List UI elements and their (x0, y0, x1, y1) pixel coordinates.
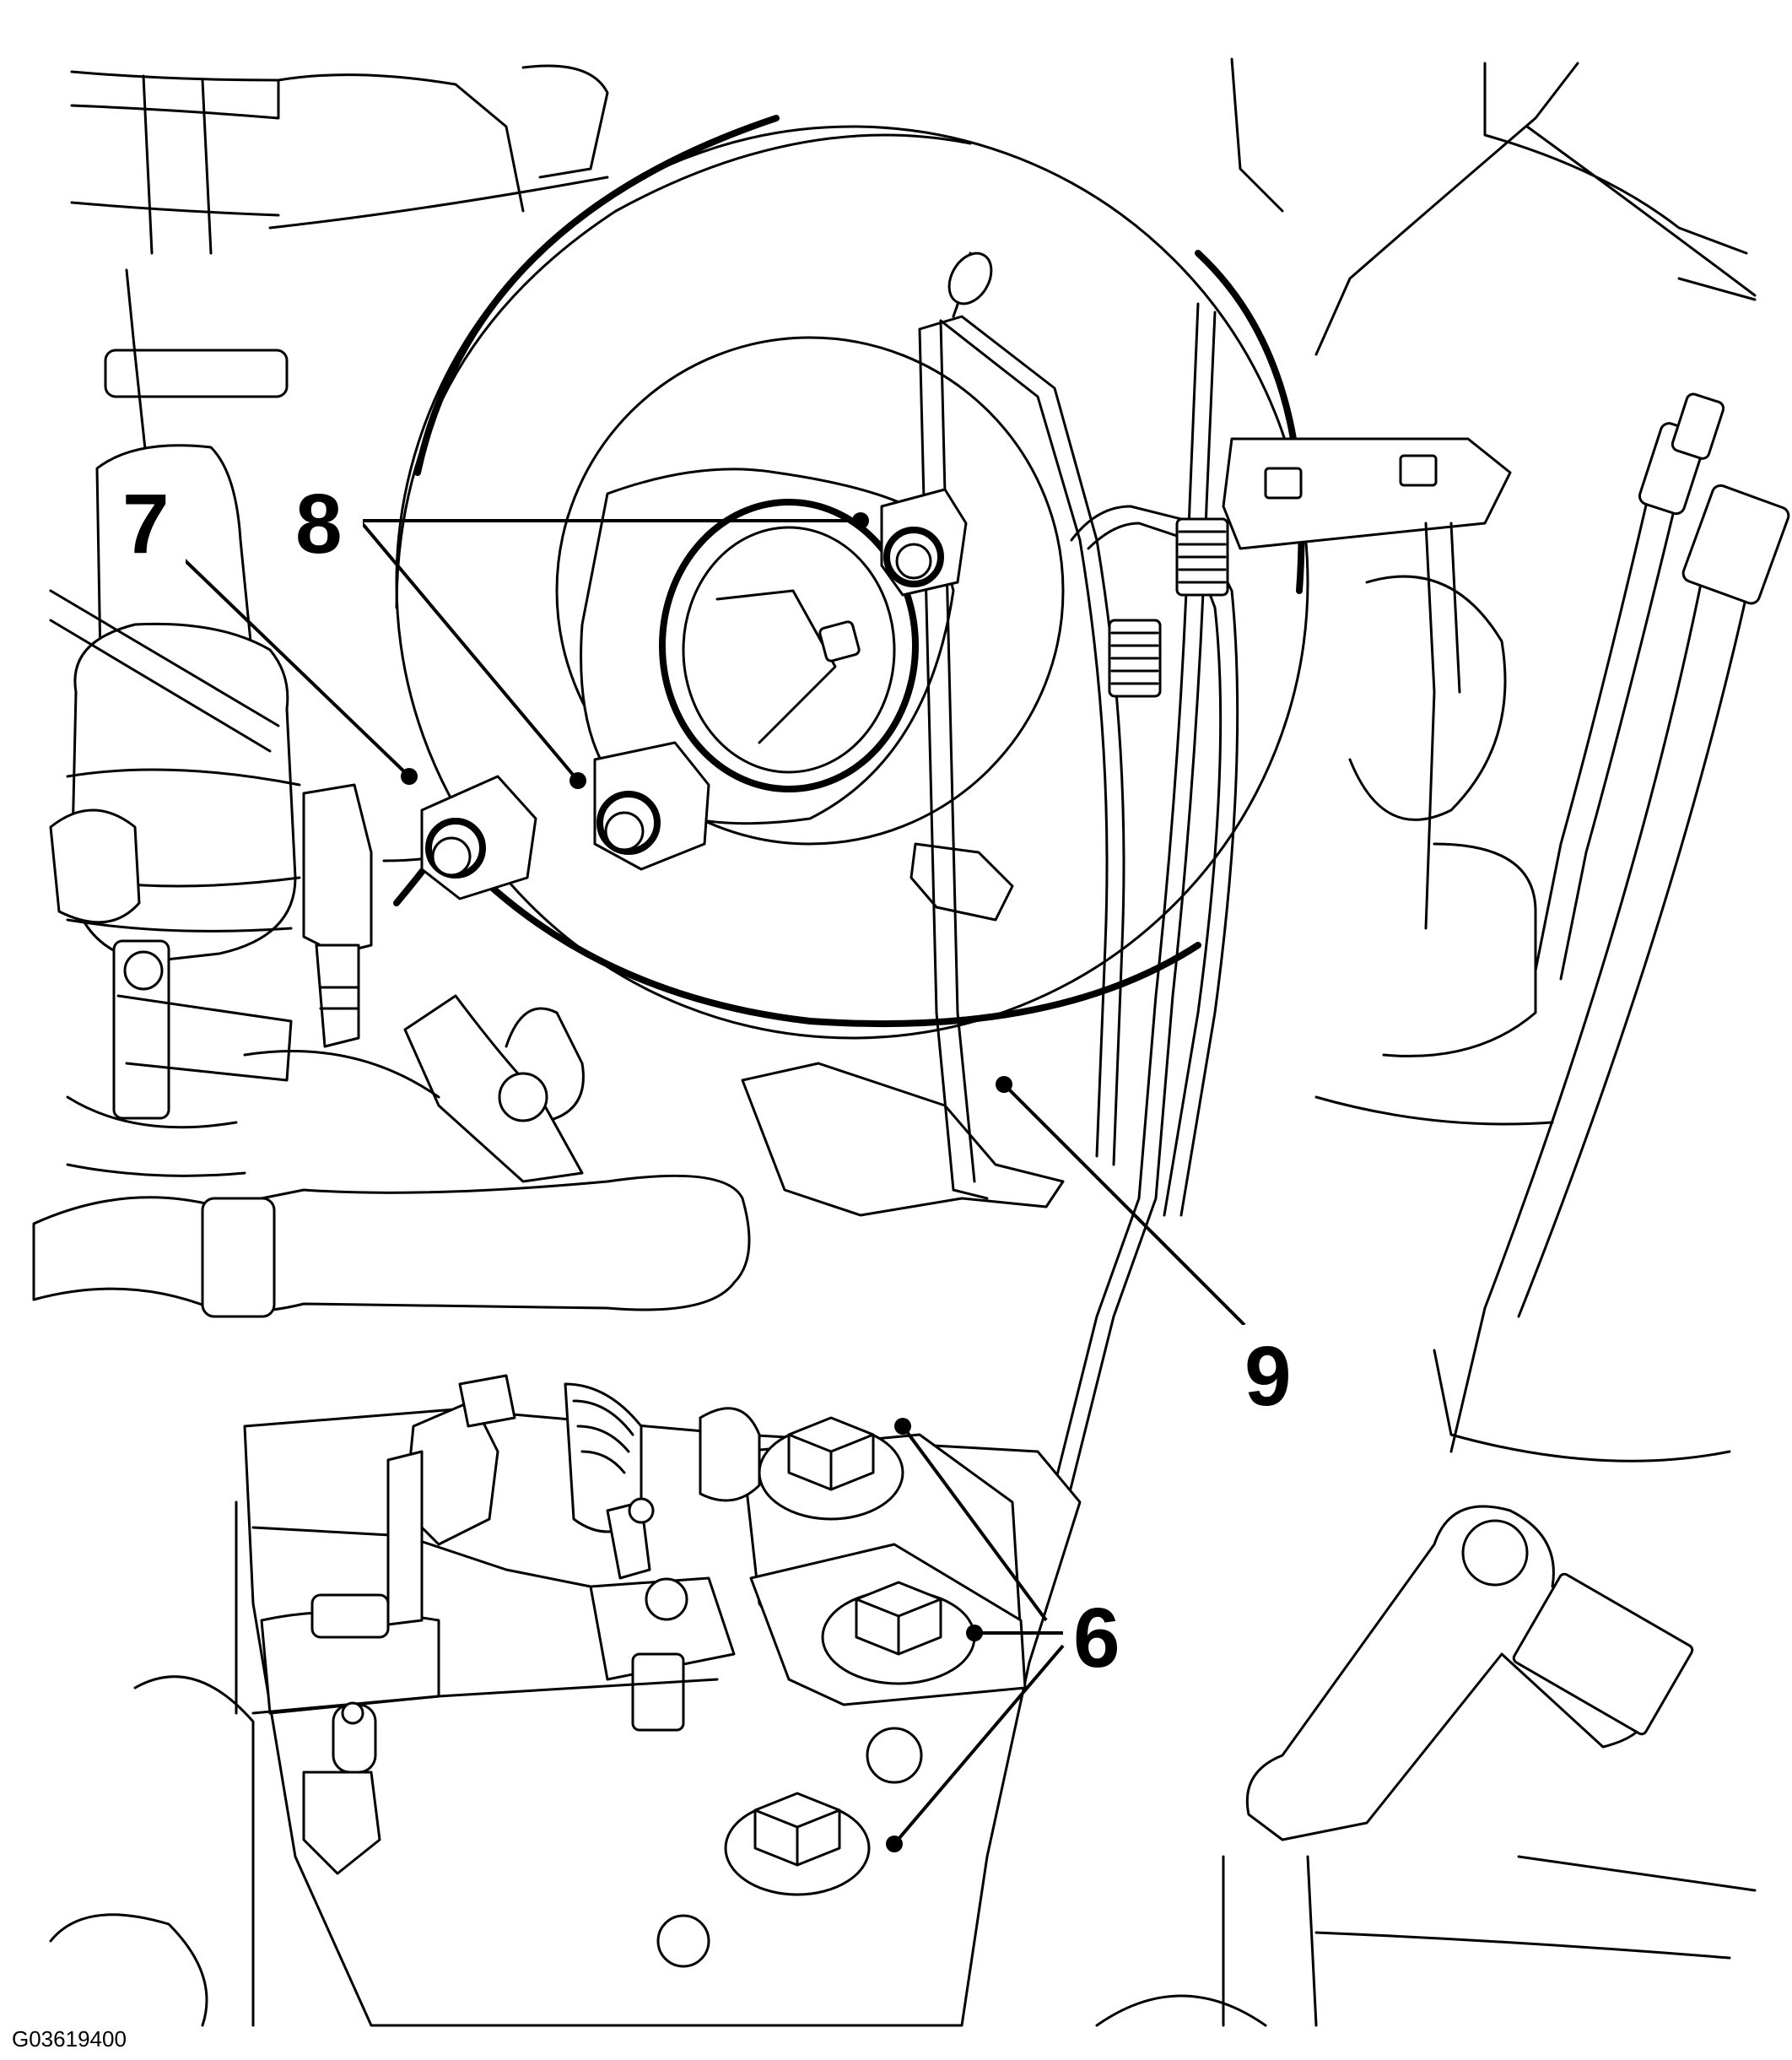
coolant-hose (32, 994, 751, 1318)
bolt-6-top (758, 1416, 904, 1521)
brake-booster (395, 115, 1309, 1217)
callout-labels: 7 8 9 6 (110, 473, 1312, 1685)
callout-8: 8 (295, 477, 343, 571)
brake-lines (918, 251, 1512, 1521)
callout-7: 7 (122, 477, 170, 571)
leader-lines (180, 512, 1246, 1852)
line-fittings (1108, 517, 1229, 698)
bolt-6-bottom (724, 1792, 871, 1896)
callout-6: 6 (1073, 1591, 1120, 1685)
bolt-6-middle (821, 1581, 976, 1685)
lower-bracket-assembly (49, 1374, 1082, 2027)
background-engine-bay (70, 57, 1790, 2027)
figure-code: G03619400 (12, 2026, 127, 2052)
callout-9: 9 (1244, 1329, 1292, 1424)
booster-mounting-nuts (420, 488, 968, 900)
